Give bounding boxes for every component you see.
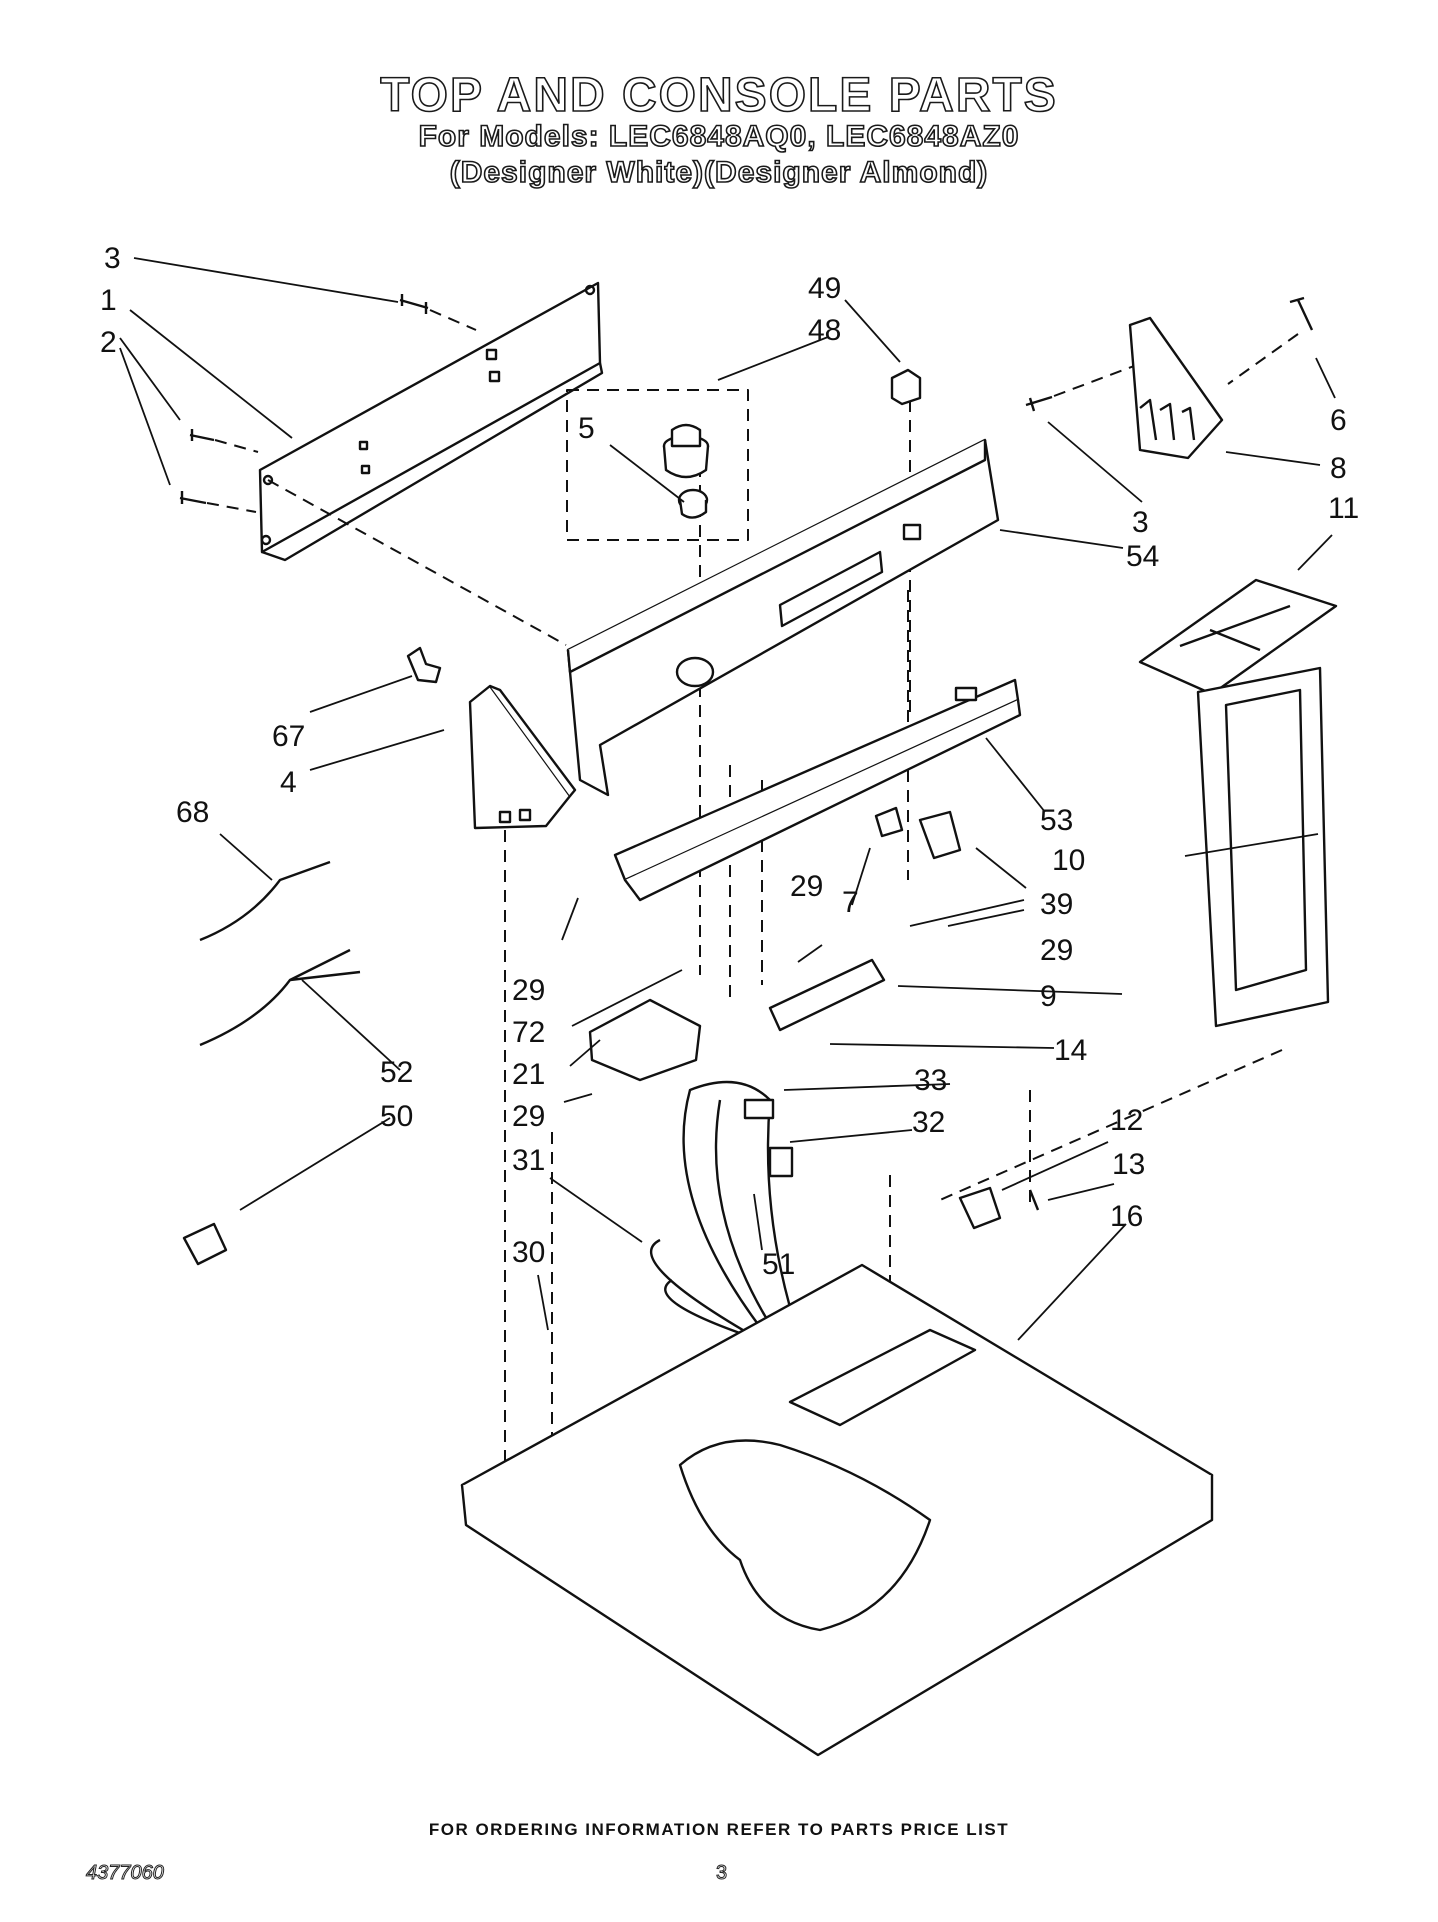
callout-labels: 3 1 2 49 48 5 6 3 8 54 11 67 4 68 53 10 … bbox=[100, 242, 1359, 1281]
page-number: 3 bbox=[715, 1862, 728, 1885]
document-number: 4377060 bbox=[86, 1862, 165, 1885]
callout-label: 51 bbox=[762, 1248, 795, 1281]
callout-label: 33 bbox=[914, 1064, 947, 1097]
callout-label: 9 bbox=[1040, 980, 1057, 1013]
callout-label: 1 bbox=[100, 284, 117, 317]
callout-label: 12 bbox=[1110, 1104, 1143, 1137]
callout-label: 13 bbox=[1112, 1148, 1145, 1181]
callout-label: 54 bbox=[1126, 540, 1159, 573]
console-bracket-part bbox=[258, 281, 604, 562]
callout-label: 32 bbox=[912, 1106, 945, 1139]
callout-label: 3 bbox=[1132, 506, 1149, 539]
callout-label: 50 bbox=[380, 1100, 413, 1133]
callout-label: 29 bbox=[512, 974, 545, 1007]
callout-label: 10 bbox=[1052, 844, 1085, 877]
callout-label: 30 bbox=[512, 1236, 545, 1269]
callout-label: 16 bbox=[1110, 1200, 1143, 1233]
door-switch-part bbox=[918, 810, 962, 860]
callout-label: 67 bbox=[272, 720, 305, 753]
timer-motor-part bbox=[588, 998, 702, 1082]
callout-label: 29 bbox=[512, 1100, 545, 1133]
callout-label: 68 bbox=[176, 796, 209, 829]
callout-label: 72 bbox=[512, 1016, 545, 1049]
console-panel-part bbox=[566, 438, 1000, 797]
callout-label: 14 bbox=[1054, 1034, 1087, 1067]
callout-label: 5 bbox=[578, 412, 595, 445]
knob-part bbox=[662, 423, 710, 519]
callout-label: 29 bbox=[1040, 934, 1073, 967]
callout-label: 4 bbox=[280, 766, 297, 799]
callout-label: 39 bbox=[1040, 888, 1073, 921]
wire-harness-part bbox=[649, 1080, 802, 1342]
callout-label: 49 bbox=[808, 272, 841, 305]
callout-label: 6 bbox=[1330, 404, 1347, 437]
right-end-cap-part bbox=[1128, 316, 1224, 460]
cord-part bbox=[182, 860, 361, 1266]
screw-part bbox=[179, 294, 1314, 505]
hinge-part bbox=[958, 1186, 1002, 1230]
screw-13-part bbox=[1028, 1189, 1040, 1211]
finish-colors: (Designer White)(Designer Almond) bbox=[449, 155, 989, 190]
timer-part bbox=[768, 958, 886, 1032]
callout-label: 29 bbox=[790, 870, 823, 903]
lint-screen-part bbox=[1138, 578, 1338, 696]
callout-label: 7 bbox=[842, 886, 859, 919]
callout-label: 8 bbox=[1330, 452, 1347, 485]
push-button-part bbox=[890, 368, 922, 406]
callout-label: 11 bbox=[1328, 492, 1359, 525]
callout-label: 31 bbox=[512, 1144, 545, 1177]
callout-label: 48 bbox=[808, 314, 841, 347]
ordering-note: FOR ORDERING INFORMATION REFER TO PARTS … bbox=[428, 1820, 1010, 1839]
clip-part bbox=[406, 646, 442, 684]
dryer-top-part bbox=[460, 1263, 1214, 1757]
door-part bbox=[1196, 666, 1330, 1028]
console-base-part bbox=[613, 678, 1022, 902]
callout-label: 53 bbox=[1040, 804, 1073, 837]
page-title: TOP AND CONSOLE PARTS bbox=[379, 68, 1058, 123]
callout-label: 21 bbox=[512, 1058, 545, 1091]
model-numbers: For Models: LEC6848AQ0, LEC6848AZ0 bbox=[418, 119, 1020, 154]
callout-label: 3 bbox=[104, 242, 121, 275]
callout-label: 2 bbox=[100, 326, 117, 359]
callout-label: 52 bbox=[380, 1056, 413, 1089]
switch-part bbox=[874, 806, 904, 838]
end-cap-part bbox=[468, 684, 577, 830]
